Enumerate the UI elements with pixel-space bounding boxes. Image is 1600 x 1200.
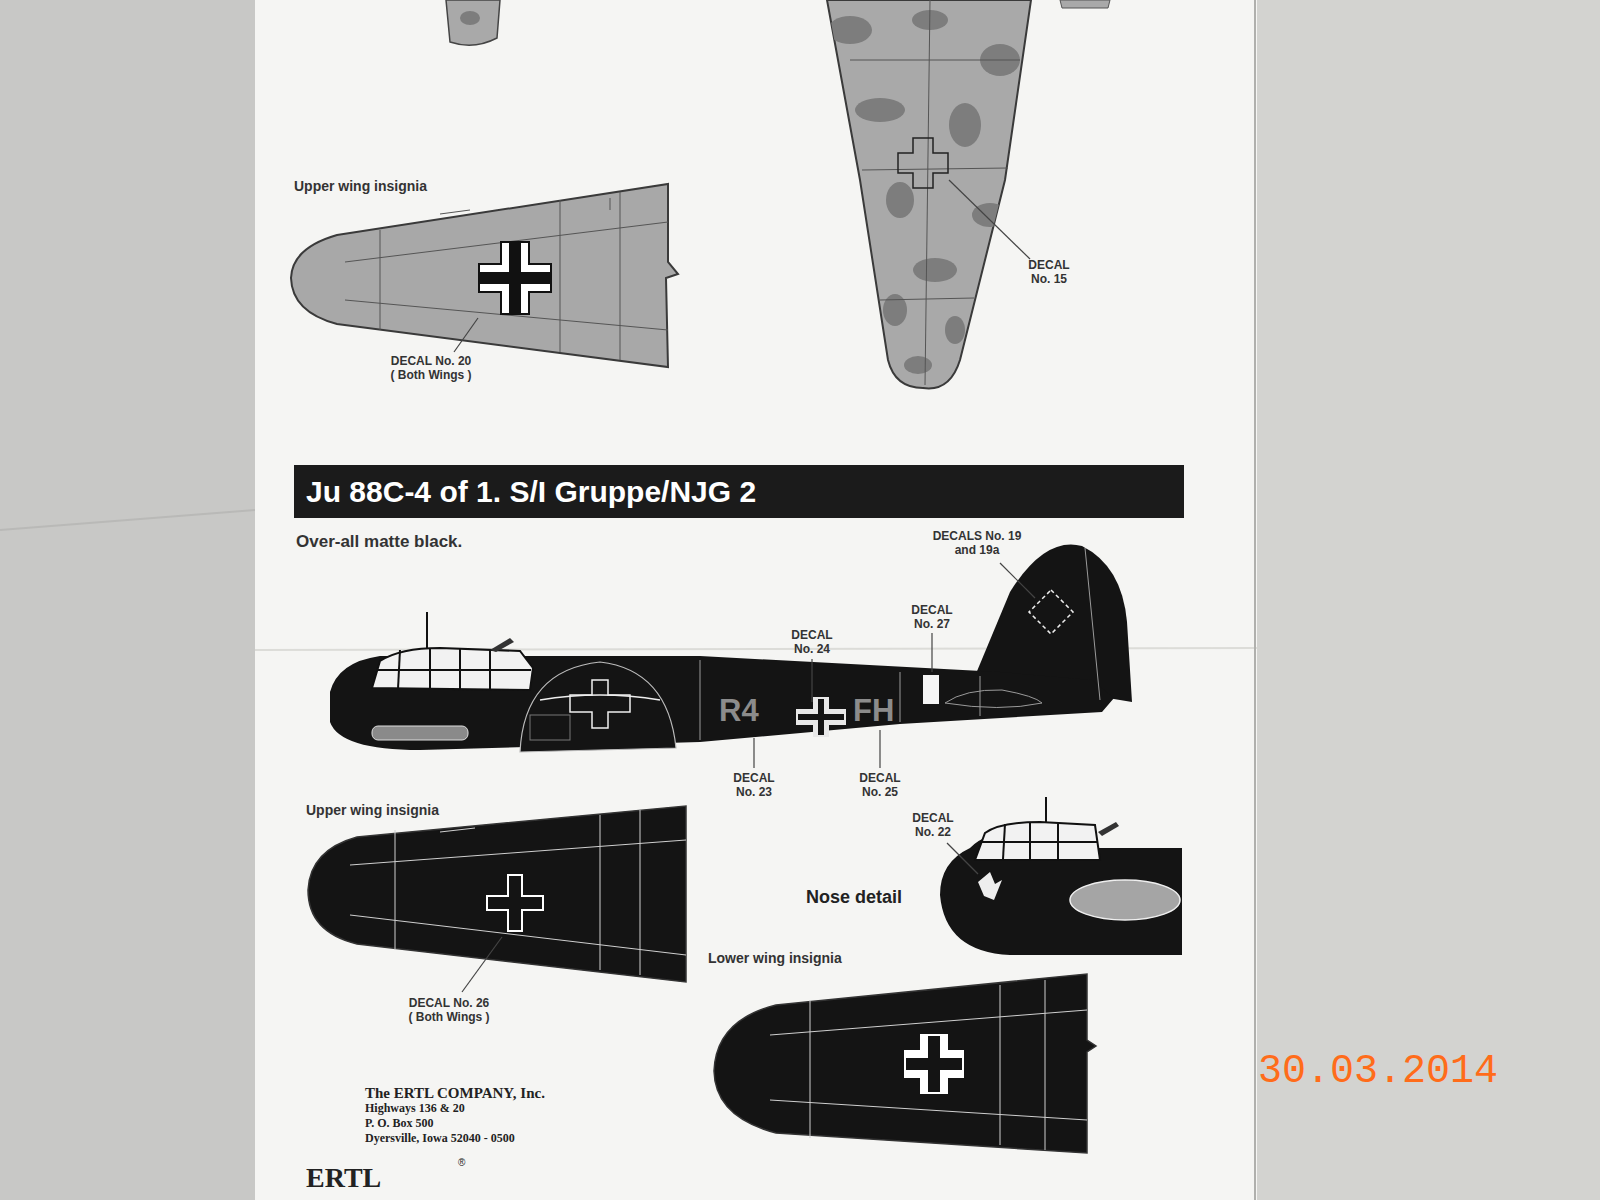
view-label: Upper wing insignia	[294, 178, 427, 194]
callout-number: DECAL No. 26 ( Both Wings )	[407, 997, 492, 1025]
company-name: The ERTL COMPANY, Inc.	[365, 1085, 545, 1102]
callout-number: DECAL No. 23	[729, 772, 779, 800]
view-label: Nose detail	[806, 887, 902, 908]
callout-number: DECAL No. 24	[787, 629, 837, 657]
title-text: Ju 88C-4 of 1. S/I Gruppe/NJG 2	[306, 475, 756, 509]
title-band: Ju 88C-4 of 1. S/I Gruppe/NJG 2	[294, 465, 1184, 518]
paint-note: Over-all matte black.	[296, 532, 462, 552]
callout-number: DECAL No. 22	[908, 812, 958, 840]
callout-number: DECAL No. 27	[907, 604, 957, 632]
callout-number: DECALS No. 19 and 19a	[929, 530, 1025, 558]
brand-logo: ERTL	[306, 1162, 381, 1194]
callout-number: DECAL No. 20 ( Both Wings )	[389, 355, 474, 383]
address-line: Dyersville, Iowa 52040 - 0500	[365, 1132, 515, 1146]
view-label: Upper wing insignia	[306, 802, 439, 818]
fuselage-code: FH	[853, 693, 894, 729]
address-line: P. O. Box 500	[365, 1117, 434, 1131]
address-line: Highways 136 & 20	[365, 1102, 465, 1116]
callout-number: DECAL No. 25	[855, 772, 905, 800]
callout-number: DECAL No. 15	[1024, 259, 1074, 287]
registered-mark: ®	[458, 1157, 465, 1169]
view-label: Lower wing insignia	[708, 950, 842, 966]
fuselage-code: R4	[719, 693, 759, 729]
date-stamp: 30.03.2014	[1258, 1049, 1498, 1095]
